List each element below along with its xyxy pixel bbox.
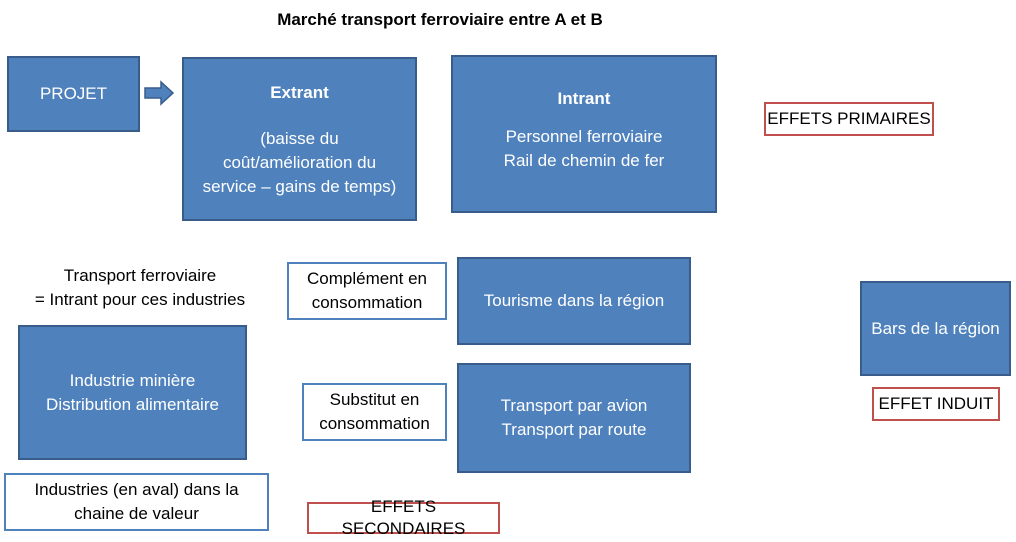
extrant-box: Extrant (baisse du coût/amélioration du … bbox=[182, 57, 417, 221]
bars-label: Bars de la région bbox=[871, 318, 1000, 338]
extrant-line-1: (baisse du bbox=[260, 129, 339, 148]
effets-secondaires-text: EFFETS SECONDAIRES bbox=[341, 497, 466, 538]
effet-induit-text: EFFET INDUIT bbox=[878, 394, 994, 413]
extrant-heading: Extrant bbox=[270, 83, 329, 102]
substitut-line-1: Substitut en bbox=[329, 390, 420, 409]
complement-line-1: Complément en bbox=[306, 269, 427, 288]
transport-note-line-2: = Intrant pour ces industries bbox=[34, 290, 246, 309]
transport-alt-line-2: Transport par route bbox=[501, 420, 647, 439]
effet-induit-label: EFFET INDUIT bbox=[872, 387, 1000, 421]
complement-box: Complément en consommation bbox=[287, 262, 447, 320]
extrant-line-3: service – gains de temps) bbox=[202, 177, 397, 196]
right-arrow-icon bbox=[144, 80, 175, 106]
effets-primaires-text: EFFETS PRIMAIRES bbox=[767, 109, 931, 128]
tourisme-box: Tourisme dans la région bbox=[457, 257, 691, 345]
tourisme-label: Tourisme dans la région bbox=[483, 291, 665, 310]
intrant-line-1: Personnel ferroviaire bbox=[505, 127, 663, 146]
industries-aval-line-1: Industries (en aval) dans la bbox=[34, 480, 239, 499]
substitut-line-2: consommation bbox=[319, 414, 430, 433]
diagram-title: Marché transport ferroviaire entre A et … bbox=[277, 10, 603, 29]
intrant-line-2: Rail de chemin de fer bbox=[503, 151, 665, 170]
substitut-box: Substitut en consommation bbox=[302, 383, 447, 441]
industries-line-2: Distribution alimentaire bbox=[46, 394, 219, 414]
industries-aval-box: Industries (en aval) dans la chaine de v… bbox=[4, 473, 269, 531]
industries-box: Industrie minière Distribution alimentai… bbox=[18, 325, 247, 460]
intrant-box: Intrant Personnel ferroviaire Rail de ch… bbox=[451, 55, 717, 213]
bars-box: Bars de la région bbox=[860, 281, 1011, 376]
intrant-heading: Intrant bbox=[557, 89, 611, 108]
complement-line-2: consommation bbox=[311, 293, 423, 312]
extrant-line-2: coût/amélioration du bbox=[222, 153, 377, 172]
projet-label: PROJET bbox=[39, 84, 108, 103]
effets-primaires-label: EFFETS PRIMAIRES bbox=[764, 102, 934, 136]
effets-secondaires-label: EFFETS SECONDAIRES bbox=[307, 497, 500, 538]
transport-alt-line-1: Transport par avion bbox=[500, 396, 648, 415]
transport-alt-box: Transport par avion Transport par route bbox=[457, 363, 691, 473]
transport-note-line-1: Transport ferroviaire bbox=[63, 266, 217, 285]
industries-aval-line-2: chaine de valeur bbox=[74, 504, 199, 523]
projet-box: PROJET bbox=[7, 56, 140, 132]
transport-note: Transport ferroviaire = Intrant pour ces… bbox=[20, 264, 260, 312]
industries-line-1: Industrie minière bbox=[69, 370, 196, 390]
